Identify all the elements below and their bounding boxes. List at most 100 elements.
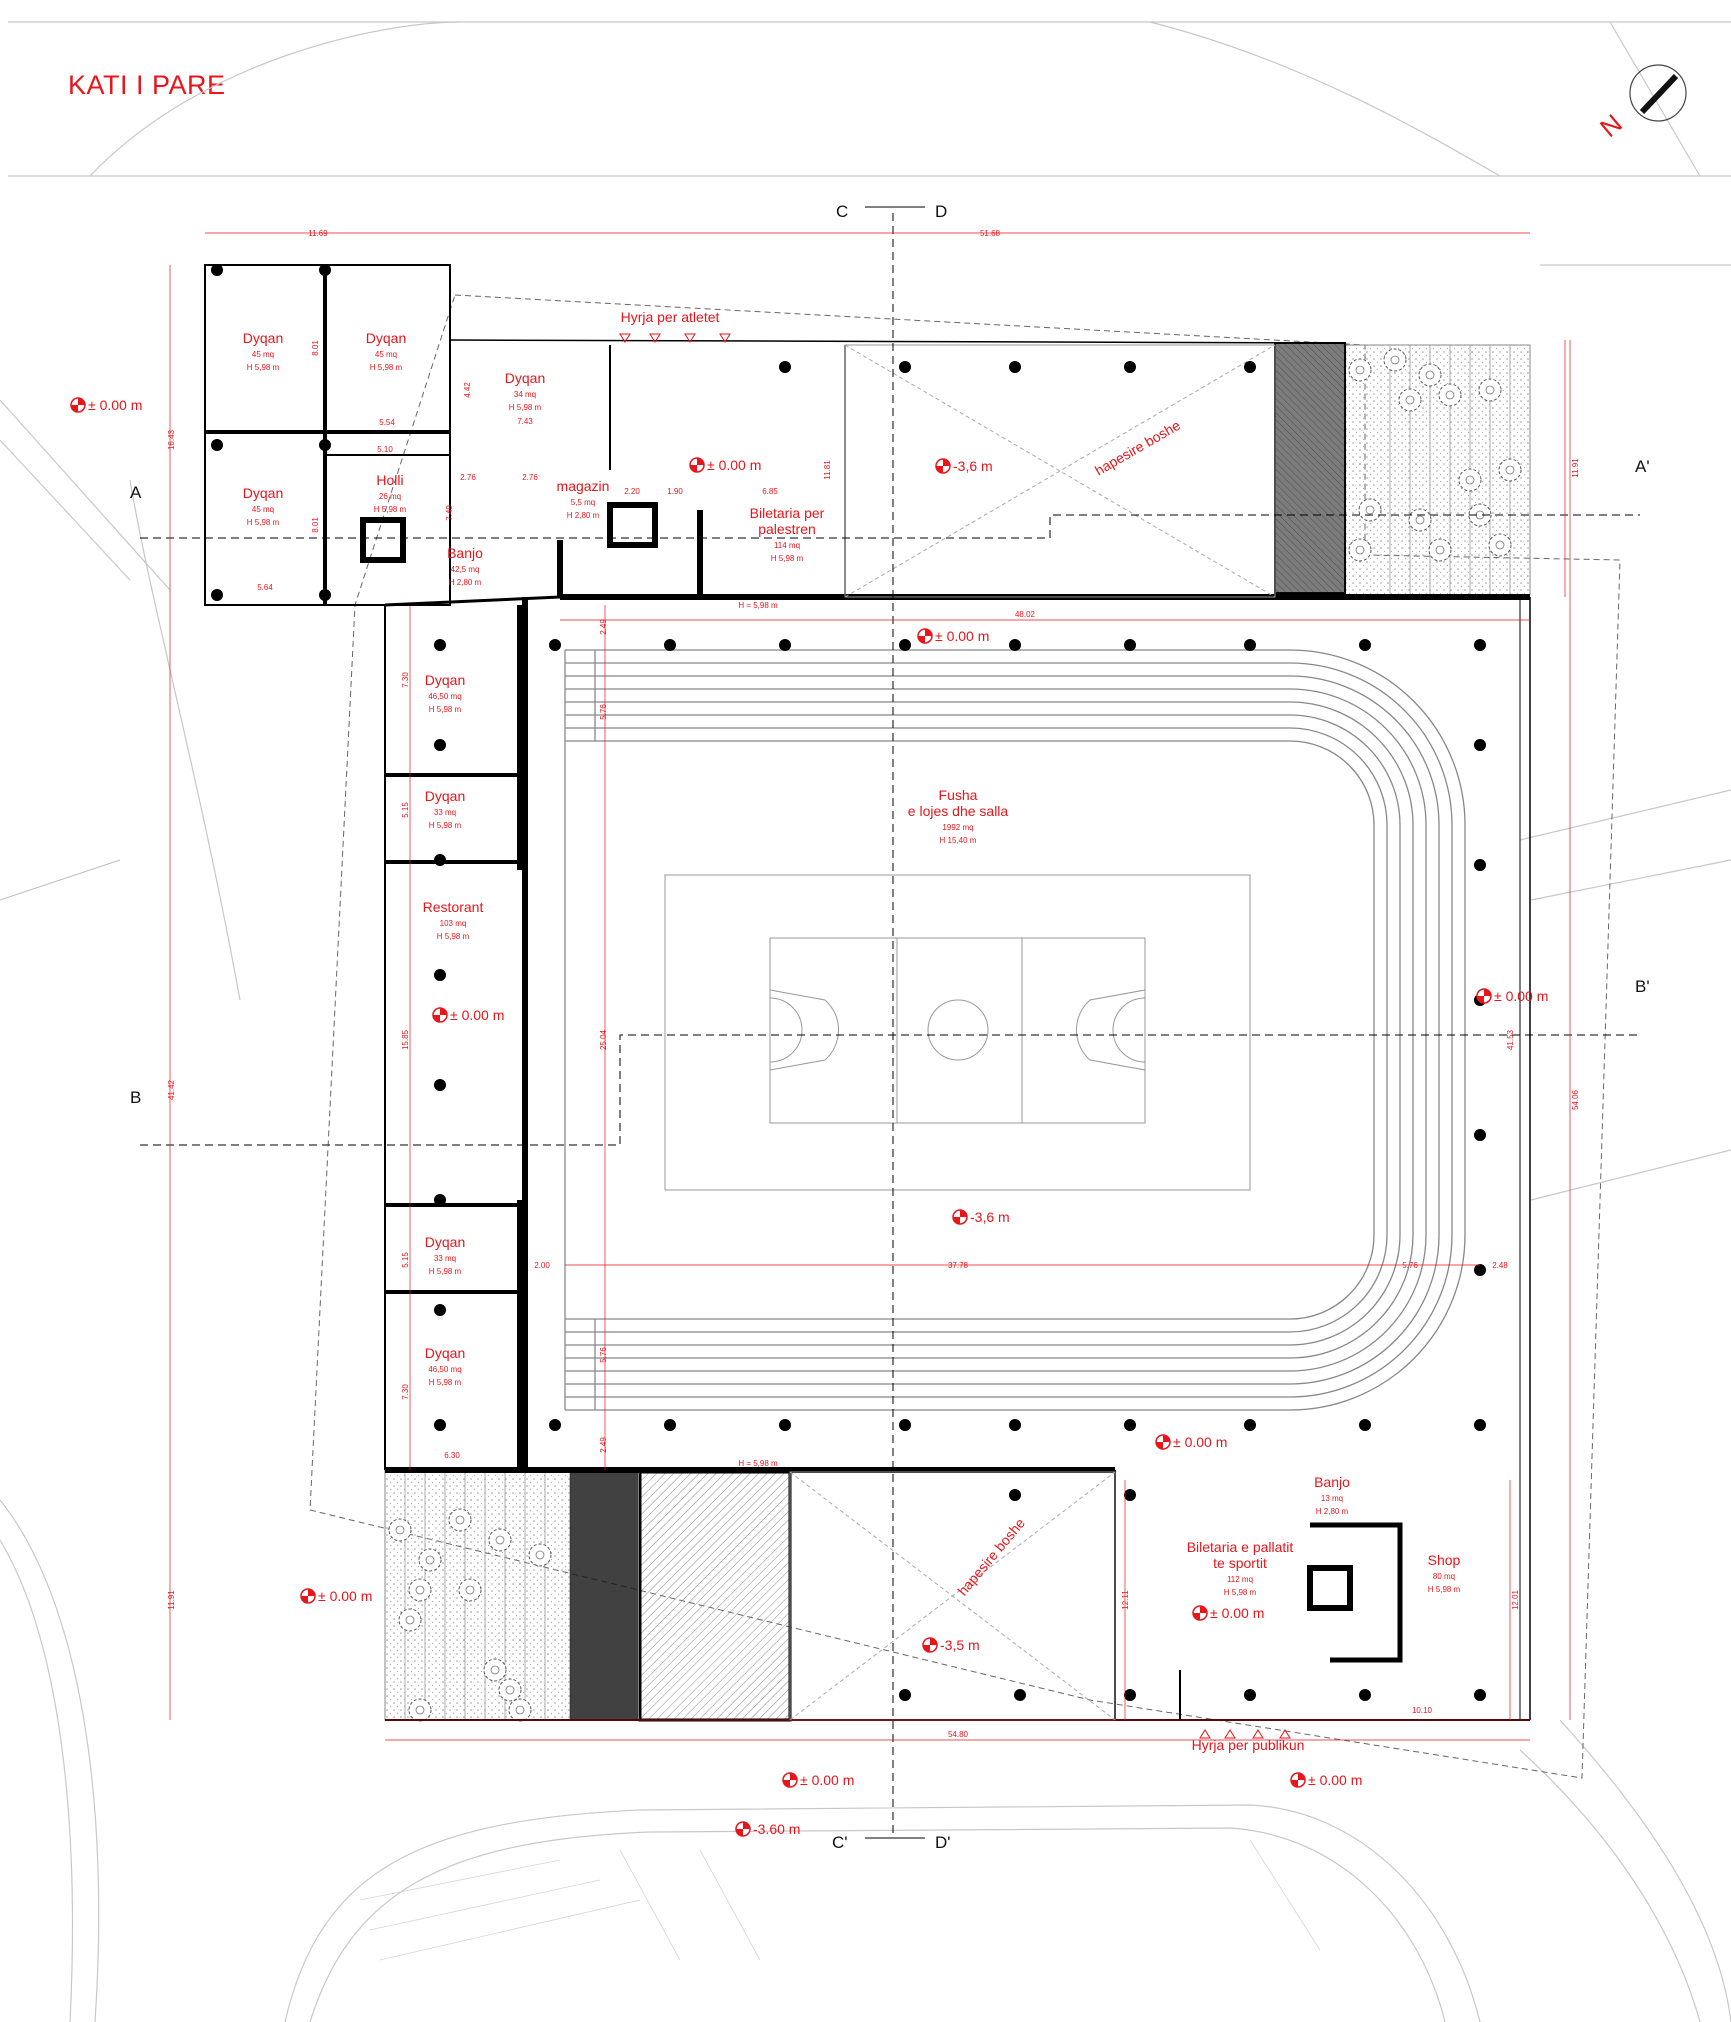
dimension-d6: 5.54 <box>379 418 395 427</box>
level-marker: -3,5 m <box>922 1637 980 1653</box>
dimension-d18: 11.91 <box>1571 458 1580 478</box>
section-b_right: B' <box>1635 977 1650 996</box>
column-20 <box>1474 639 1486 651</box>
column-14 <box>779 639 791 651</box>
garden-bottom <box>384 1469 571 1722</box>
section-lines <box>140 213 1640 1838</box>
room-magazin-name: magazin <box>557 478 610 494</box>
column-2 <box>211 439 223 451</box>
dimension-d35: 5.76 <box>599 1347 608 1363</box>
column-40 <box>1244 1419 1256 1431</box>
column-10 <box>1244 361 1256 373</box>
column-48 <box>1009 1489 1021 1501</box>
room-biletaria-palestren-name-2: palestren <box>758 521 816 537</box>
dimension-d28: 54.06 <box>1571 1089 1580 1110</box>
level-icon <box>1155 1434 1171 1450</box>
dimension-d34: 7.30 <box>401 1384 410 1400</box>
entry-arrow-icon <box>649 333 661 343</box>
room-dyqan-top-name: Dyqan <box>505 370 545 386</box>
column-44 <box>1244 1689 1256 1701</box>
level-marker: ± 0.00 m <box>1192 1605 1264 1621</box>
dimension-d5: 8.01 <box>311 517 320 533</box>
column-45 <box>1359 1689 1371 1701</box>
level-icon <box>689 457 705 473</box>
room-dyqan-top-area: 34 mq <box>514 390 536 399</box>
level-l10: ± 0.00 m <box>1210 1605 1264 1621</box>
dimension-d32: 5.76 <box>1402 1261 1418 1270</box>
room-fusha-area: 1992 mq <box>942 823 973 832</box>
dimension-d36: 2.49 <box>599 1437 608 1453</box>
dimension-d15: 6.85 <box>762 487 778 496</box>
column-13 <box>664 639 676 651</box>
room-dyqan-l3-area: 33 mq <box>434 1254 456 1263</box>
room-shop-name: Shop <box>1428 1552 1461 1568</box>
level-icon <box>300 1588 316 1604</box>
garden-top <box>1344 344 1531 596</box>
dimension-d21: 7.30 <box>401 672 410 688</box>
dimension-d23: 5.15 <box>401 802 410 818</box>
dimension-h1: H = 5,98 m <box>738 601 778 610</box>
column-12 <box>549 639 561 651</box>
level-l12: ± 0.00 m <box>800 1772 854 1788</box>
level-l4: ± 0.00 m <box>935 628 989 644</box>
stair-cores <box>360 502 1403 1663</box>
column-23 <box>434 969 446 981</box>
level-l1: ± 0.00 m <box>88 397 142 413</box>
column-47 <box>899 1689 911 1701</box>
room-dyqan-top-height: H 5,98 m <box>509 403 542 412</box>
room-dyqan-tl2-height: H 5,98 m <box>370 363 403 372</box>
dimension-d20: 2.49 <box>599 619 608 635</box>
level-l13: ± 0.00 m <box>1308 1772 1362 1788</box>
room-hapesire-bottom: hapesire boshe <box>954 1515 1028 1599</box>
room-dyqan-tl2-area: 45 mq <box>375 350 397 359</box>
column-37 <box>899 1419 911 1431</box>
column-1 <box>319 264 331 276</box>
room-dyqan-tl1-height: H 5,98 m <box>247 363 280 372</box>
column-27 <box>434 1419 446 1431</box>
dimension-d30: 2.00 <box>534 1261 550 1270</box>
level-marker: ± 0.00 m <box>300 1588 372 1604</box>
column-16 <box>1009 639 1021 651</box>
entry-arrow-icon <box>684 333 696 343</box>
room-biletaria-sportit-height: H 5,98 m <box>1224 1588 1257 1597</box>
dimension-d4: 8.01 <box>311 340 320 356</box>
site-context <box>0 21 1731 2022</box>
dimension-d2: 51.68 <box>980 229 1001 238</box>
level-icon <box>922 1637 938 1653</box>
section-b_left: B <box>130 1088 141 1107</box>
room-restorant-name: Restorant <box>423 899 484 915</box>
level-l9: ± 0.00 m <box>318 1588 372 1604</box>
room-dyqan-tl1-name: Dyqan <box>243 330 283 346</box>
room-dyqan-l3-name: Dyqan <box>425 1234 465 1250</box>
level-icon <box>432 1007 448 1023</box>
column-32 <box>1474 1264 1486 1276</box>
column-39 <box>1124 1419 1136 1431</box>
columns <box>211 264 1486 1701</box>
level-marker: ± 0.00 m <box>1155 1434 1227 1450</box>
room-dyqan-l1-area: 46,50 mq <box>428 692 461 701</box>
column-35 <box>664 1419 676 1431</box>
dimension-d26: 25.04 <box>599 1029 608 1050</box>
room-biletaria-palestren-height: H 5,98 m <box>771 554 804 563</box>
dimension-d11: 2.76 <box>460 473 476 482</box>
room-dyqan-l2-area: 33 mq <box>434 808 456 817</box>
column-5 <box>319 589 331 601</box>
column-25 <box>434 1194 446 1206</box>
dimension-d9: 7.43 <box>517 417 533 426</box>
room-fusha-name-2: e lojes dhe salla <box>908 803 1009 819</box>
room-dyqan-tl3-area: 45 mq <box>252 505 274 514</box>
room-dyqan-tl1-area: 45 mq <box>252 350 274 359</box>
level-markers: ± 0.00 m± 0.00 m-3,6 m± 0.00 m± 0.00 m± … <box>70 397 1548 1837</box>
dimension-d25: 15.85 <box>401 1029 410 1050</box>
column-24 <box>434 1079 446 1091</box>
column-8 <box>1009 361 1021 373</box>
level-l2: ± 0.00 m <box>707 457 761 473</box>
dimension-d37: 6.30 <box>444 1451 460 1460</box>
stands-bottom-dark <box>570 1472 638 1720</box>
page-title: KATI I PARE <box>68 70 226 100</box>
room-dyqan-l2-height: H 5,98 m <box>429 821 462 830</box>
entry-arrow-icon <box>619 333 631 343</box>
level-marker: ± 0.00 m <box>1290 1772 1362 1788</box>
column-38 <box>1009 1419 1021 1431</box>
